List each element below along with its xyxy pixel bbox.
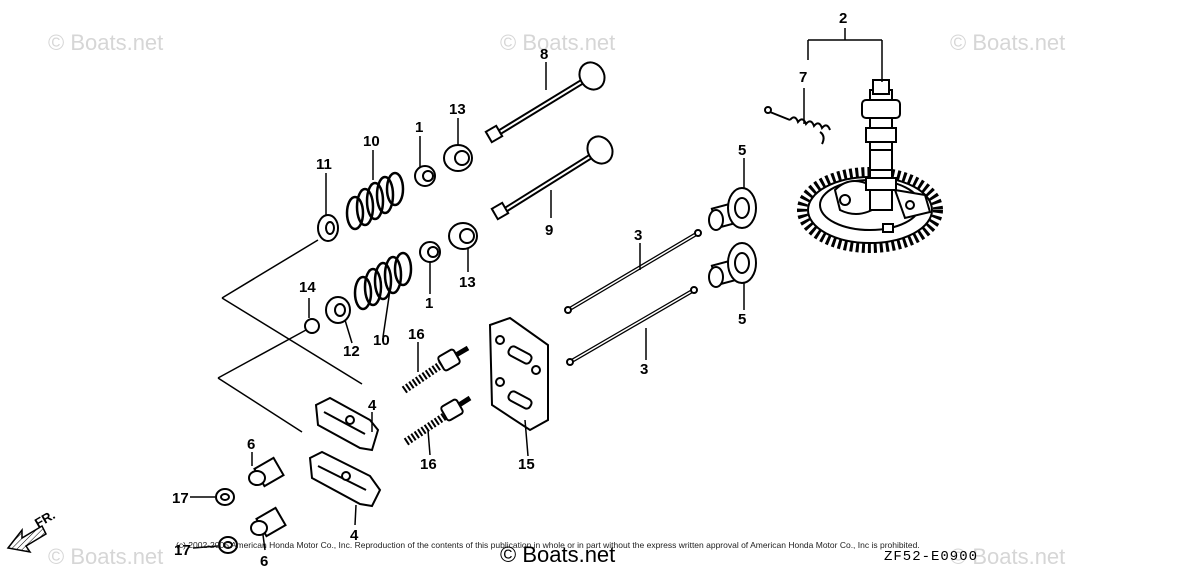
valve-rotator-bottom	[448, 222, 478, 250]
spring-retainer	[325, 296, 351, 324]
watermark-bottom-left: © Boats.net	[48, 544, 164, 569]
callout-11: 11	[316, 156, 332, 173]
callout-17-bottom: 17	[174, 542, 191, 559]
decompressor-spring	[764, 88, 831, 145]
rocker-arm-bottom	[308, 450, 382, 508]
rocker-stud-bottom	[403, 395, 472, 446]
leader-lines	[190, 62, 745, 551]
reference-lines	[217, 239, 363, 433]
callout-8: 8	[540, 46, 548, 63]
lock-nut-top	[215, 488, 235, 506]
camshaft-gear	[797, 79, 943, 253]
callout-1-bottom: 1	[425, 295, 433, 312]
callout-bracket-2	[807, 28, 883, 82]
watermark-top-center: © Boats.net	[500, 30, 616, 55]
callout-5-top: 5	[738, 142, 746, 159]
callout-12: 12	[343, 343, 360, 360]
retainer-top	[414, 165, 436, 187]
watermark-top-left: © Boats.net	[48, 30, 164, 55]
diagram-code: ZF52-E0900	[884, 549, 979, 565]
callout-16-bottom: 16	[420, 456, 437, 473]
front-direction-arrow: FR.	[6, 507, 58, 554]
copyright-notice: (c) 2002-2005 American Honda Motor Co., …	[176, 540, 920, 550]
spring-seat	[317, 214, 339, 242]
callout-10-top: 10	[363, 133, 380, 150]
pivot-top	[248, 456, 285, 488]
callout-3-bottom: 3	[640, 361, 648, 378]
tappet-top	[708, 187, 757, 231]
callout-5-bottom: 5	[738, 311, 746, 328]
watermark-top-right: © Boats.net	[950, 30, 1066, 55]
callout-17-top: 17	[172, 490, 189, 507]
callout-6-top: 6	[247, 436, 255, 453]
tappet-bottom	[708, 242, 757, 288]
retainer-bottom	[419, 241, 441, 263]
push-rod-bottom	[566, 286, 698, 366]
exhaust-valve	[484, 61, 606, 144]
intake-valve	[490, 135, 614, 221]
callout-4-top: 4	[368, 397, 377, 414]
lock-nut-bottom	[218, 536, 238, 554]
callout-1-top: 1	[415, 119, 423, 136]
boats-net-brand: © Boats.net	[500, 542, 616, 567]
front-label: FR.	[32, 507, 58, 530]
callout-13-bottom: 13	[459, 274, 476, 291]
push-rod-top	[564, 229, 702, 314]
valve-spring-bottom	[353, 251, 413, 311]
watermark-bottom-right: © Boats.net	[950, 544, 1066, 569]
valve-rotator-top	[443, 144, 473, 172]
rocker-arm-top	[314, 396, 380, 452]
pivot-bottom	[250, 506, 287, 538]
callout-9: 9	[545, 222, 553, 239]
push-rod-guide-plate	[488, 316, 549, 457]
callout-15: 15	[518, 456, 535, 473]
callout-2: 2	[839, 10, 847, 27]
callout-6-bottom: 6	[260, 553, 268, 570]
callout-3-top: 3	[634, 227, 642, 244]
callout-13-top: 13	[449, 101, 466, 118]
callout-4-bottom: 4	[350, 527, 359, 544]
valve-cap	[304, 318, 320, 334]
rocker-stud-top	[401, 345, 470, 394]
callout-7: 7	[799, 69, 807, 86]
callout-14: 14	[299, 279, 316, 296]
callout-16-top: 16	[408, 326, 425, 343]
valve-spring-top	[345, 171, 405, 231]
callout-10-bottom: 10	[373, 332, 390, 349]
